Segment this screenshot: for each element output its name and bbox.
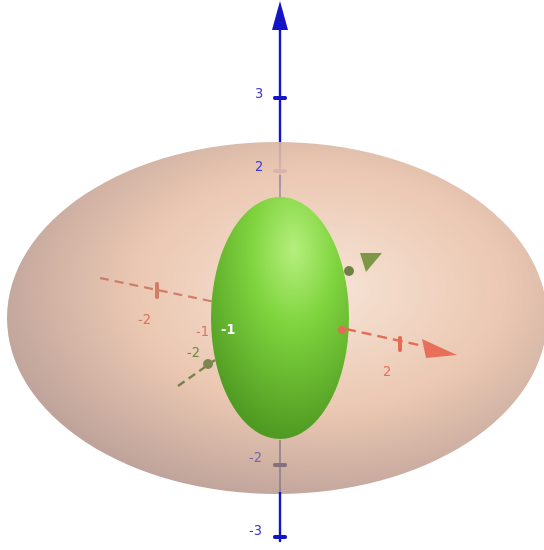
y-tick-mark-positive xyxy=(344,266,354,276)
z-tick-label-neg2: -2 xyxy=(249,451,262,466)
z-tick-label-3: 3 xyxy=(255,87,263,102)
x-axis-back-segment xyxy=(99,276,216,304)
z-axis-arrowhead xyxy=(272,1,288,30)
x-axis-front-segment xyxy=(345,327,429,349)
x-axis-arrowhead xyxy=(422,339,457,358)
x-tick-label-2: 2 xyxy=(383,365,391,380)
y-axis-back-segment xyxy=(177,359,216,387)
x-tick-label-neg2: -2 xyxy=(138,313,151,328)
inner-ellipsoid[interactable] xyxy=(211,197,349,439)
z-tick-label-2: 2 xyxy=(255,160,263,175)
y-tick-label-neg1: -1 xyxy=(221,323,235,338)
y-axis-arrowhead xyxy=(360,253,382,272)
x-tick-label-neg1: -1 xyxy=(196,325,209,340)
x-tick-mark-origin xyxy=(338,326,346,334)
y-tick-mark-neg2 xyxy=(203,359,213,369)
hidden-axes xyxy=(99,175,287,492)
z-tick-label-neg3: -3 xyxy=(249,524,262,539)
y-tick-label-neg2: -2 xyxy=(187,346,200,361)
